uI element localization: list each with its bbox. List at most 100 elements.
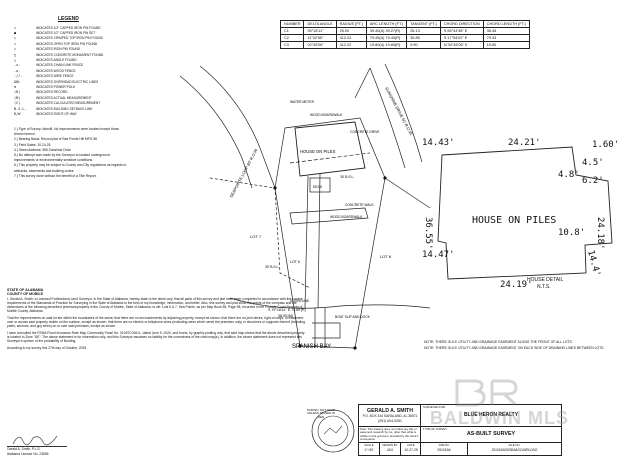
dim-left: 36.55' bbox=[423, 217, 433, 250]
file-value: 251015A0520BA8O2LWRLDNG bbox=[491, 448, 538, 452]
lot-7-label: LOT 7 bbox=[250, 234, 262, 239]
signer-name: Gerald A. Smith, P.L.S. bbox=[7, 447, 41, 451]
company-phone: (251) 604-0261 bbox=[378, 418, 402, 423]
house-detail-scale: N.T.S. bbox=[537, 284, 551, 290]
note-item: 3.) Field Dates: 10-24-25 bbox=[14, 142, 51, 147]
legend-label: INDICATES IRON PIN FOUND bbox=[36, 47, 81, 52]
shoreline-label: SHORELINE bbox=[290, 299, 310, 303]
curve-cell: C2 bbox=[279, 34, 305, 42]
legend-item: B.S.L.INDICATES BUILDING SETBACK LINE bbox=[14, 106, 134, 111]
dim-lower-left: 14.47' bbox=[422, 250, 455, 260]
legend-item: ⊕INDICATES POWER POLE bbox=[14, 84, 134, 89]
house-detail-label: HOUSE ON PILES bbox=[472, 215, 556, 226]
legend-symbol: △ bbox=[14, 58, 17, 63]
statement-paragraph-2: That the improvements on said lot are wi… bbox=[7, 315, 305, 328]
sunshine-road-label: SUNSHINE DRIVE 60' R.O.W. bbox=[384, 86, 414, 136]
statement-paragraph-4: According to my survey this 27th day of … bbox=[7, 345, 88, 350]
scale-date-row: SCALE 1"=30' DRAWN BY JAG DATE 10-27-25 bbox=[358, 442, 422, 456]
legend-item: ○INDICATES OPEN TOP IRON PIN FOUND bbox=[14, 41, 134, 46]
sunshine-drive-edge2 bbox=[384, 63, 423, 163]
signature-block: Gerald A. Smith, P.L.S. Alabama License … bbox=[7, 432, 67, 457]
legend-label: INDICATES CRIMPED TOP IRON PIN FOUND bbox=[36, 36, 103, 41]
seapointe-road-label: SEAPOINTE LOOP 60' R.O.W. bbox=[228, 147, 258, 198]
curve-cell: 90°18'11" bbox=[303, 27, 337, 35]
legend-symbol: ○ bbox=[14, 41, 17, 46]
lot-6-label: LOT 6 bbox=[380, 254, 392, 259]
legend-symbol: R/W bbox=[14, 111, 21, 116]
legend-symbol: ○ bbox=[14, 36, 17, 41]
curve-cell: 02°45'06" bbox=[303, 41, 337, 49]
statement-paragraph-3: I have consulted the FEMA Flood Insuranc… bbox=[7, 330, 305, 343]
legend-symbol: (R) bbox=[14, 90, 21, 95]
legend-label: INDICATES RIGHT-OF-WAY bbox=[36, 111, 77, 116]
license-number: Alabama License No. 23655 bbox=[7, 452, 49, 456]
scale-value: 1"=30' bbox=[364, 448, 374, 452]
curve-cell: 11°02'55" bbox=[303, 34, 337, 42]
note-item: 5.) No attempt was made by the Surveyor … bbox=[14, 153, 110, 163]
county-line: COUNTY OF MOBILE bbox=[7, 292, 44, 297]
lot-center-label: LOT 6 bbox=[290, 260, 300, 264]
curve-cell: 79.45(A) 79.40(R) bbox=[365, 34, 408, 42]
curve-header-cell: TANGENT (FT.) bbox=[406, 20, 441, 28]
legend-label: INDICATES 1/2" CAPPED IRON PIN SET bbox=[36, 31, 96, 36]
legend-label: INDICATES ANGLE FOUND bbox=[36, 58, 77, 63]
note-item: 7.) This survey done without the benefit… bbox=[14, 173, 97, 178]
legend-item: R/W INDICATES RIGHT-OF-WAY bbox=[14, 111, 134, 116]
legend-symbol: ● bbox=[14, 31, 17, 36]
stamp-note: SURVEY NOT VALID UNLESS SIGNED IN RED bbox=[306, 404, 336, 424]
dim-jog: 4.5' bbox=[582, 158, 604, 168]
job-value: 251015A bbox=[437, 448, 451, 452]
shoreline bbox=[229, 297, 431, 309]
iron-pin-marker bbox=[298, 344, 302, 348]
wood-boardwalk-label: WOOD BOARDWALK bbox=[310, 113, 343, 117]
file-label: FILE NO. bbox=[508, 443, 521, 447]
company-name: GERALD A. SMITH bbox=[367, 407, 413, 414]
job-row: JOB NO. 251015A FILE NO. 251015A0520BA8O… bbox=[420, 442, 562, 456]
note-item: 4.) Street Address: 555 Sunshine Drive bbox=[14, 147, 71, 152]
lot6-line bbox=[384, 177, 431, 209]
client-box: SURVEYED FOR BLUE HERON REALTY bbox=[420, 404, 562, 428]
job-cell: JOB NO. 251015A bbox=[421, 443, 468, 455]
curve-cell: 25.13 bbox=[406, 27, 441, 35]
bsl2-label: 30' B.S.L. bbox=[340, 175, 354, 179]
dim-jog3: 6.2' bbox=[582, 176, 604, 186]
legend-item: (M)INDICATES ACTUAL MEASUREMENT bbox=[14, 95, 134, 100]
curve-cell: 412.22 bbox=[335, 34, 367, 42]
legend-label: INDICATES BUILDING SETBACK LINE bbox=[36, 106, 93, 111]
legend-item: △ INDICATES ANGLE FOUND bbox=[14, 57, 134, 62]
legend-item: -x-INDICATES CHAIN LINK FENCE bbox=[14, 63, 134, 68]
dim-bottom: 24.19' bbox=[500, 280, 533, 290]
curve-header-cell: RADIUS (FT.) bbox=[335, 20, 367, 28]
dim-left-top: 14.43' bbox=[422, 138, 455, 148]
curve-cell: 39.85 bbox=[406, 34, 441, 42]
legend-item: -//-INDICATES WIRE FENCE bbox=[14, 74, 134, 79]
seapointe-loop-edge bbox=[199, 65, 276, 189]
legend-symbol: ⊕ bbox=[14, 84, 17, 89]
state-line: STATE OF ALABAMA bbox=[7, 288, 44, 292]
curve-header-cell: ARC LENGTH (FT.) bbox=[365, 20, 408, 28]
curve-header-cell: CHORD LENGTH (FT.) bbox=[482, 20, 530, 28]
drawn-label: DRAWN BY bbox=[382, 443, 398, 447]
statement-paragraph-1: I, Gerald A. Smith, a Licensed Professio… bbox=[7, 296, 303, 313]
concrete-walk bbox=[289, 207, 369, 225]
curve-cell: S 17°54'02" E bbox=[439, 34, 484, 42]
legend-item: (C)INDICATES CALCULATED MEASUREMENT bbox=[14, 100, 134, 105]
legend-symbol: ○ bbox=[14, 25, 17, 30]
legend-label: INDICATES WOOD FENCE bbox=[36, 68, 76, 73]
legend-label: INDICATES ACTUAL MEASUREMENT bbox=[36, 95, 92, 100]
note-item: 6.) This property may be subject to Coun… bbox=[14, 163, 127, 173]
legend-item: ○INDICATES 1/2" CAPPED IRON PIN FOUND bbox=[14, 25, 134, 30]
note-item: 2.) Bearing Basis: Record plat of Sea Po… bbox=[14, 137, 98, 142]
curve-cell: 39.40(A) 39.27(R) bbox=[365, 27, 408, 35]
curve-cell: 9.90 bbox=[406, 41, 441, 49]
house-detail: 24.21' 1.60' 4.5' 4.8' 6.2' 14.43' 24.18… bbox=[422, 138, 619, 290]
disclaimer-text: Note: This drawing does not reflect any … bbox=[360, 427, 419, 442]
date-label: DATE bbox=[407, 443, 415, 447]
deck-label: DECK bbox=[313, 185, 323, 189]
wood-boardwalk2-label: WOOD BOARDWALK bbox=[330, 215, 363, 219]
boardwalk-north bbox=[354, 67, 371, 99]
legend-item: □INDICATES CONCRETE MONUMENT FOUND bbox=[14, 52, 134, 57]
